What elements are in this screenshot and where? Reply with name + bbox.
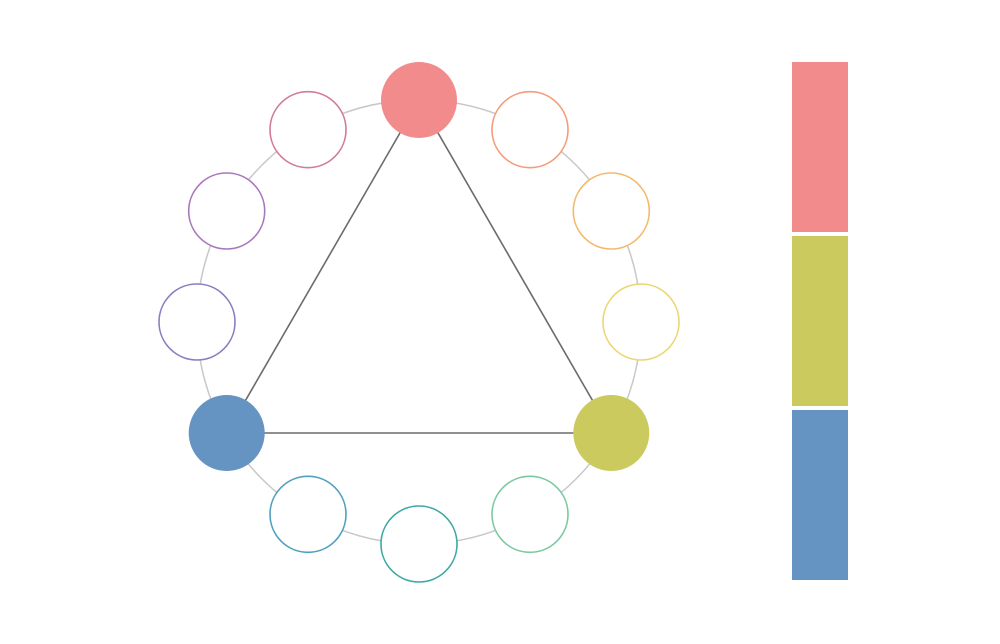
hue-nodes xyxy=(158,62,680,583)
hue-node-blue-selected[interactable] xyxy=(188,395,265,471)
hue-node-yellow-green-selected[interactable] xyxy=(573,395,650,471)
hue-node-cyan-blue[interactable] xyxy=(269,475,347,554)
triad-palette xyxy=(792,62,848,580)
wheel-ring xyxy=(196,99,642,545)
triad-triangle xyxy=(225,98,613,434)
hue-node-orange-red[interactable] xyxy=(491,90,569,169)
hue-node-violet[interactable] xyxy=(187,172,266,250)
hue-node-green[interactable] xyxy=(491,475,569,554)
hue-node-yellow[interactable] xyxy=(602,283,680,361)
hue-node-indigo[interactable] xyxy=(158,283,236,361)
hue-node-orange[interactable] xyxy=(572,172,651,250)
swatch-red[interactable] xyxy=(792,62,848,232)
swatch-yellow-green[interactable] xyxy=(792,236,848,406)
hue-node-magenta[interactable] xyxy=(269,90,347,169)
swatch-blue[interactable] xyxy=(792,410,848,580)
hue-node-teal[interactable] xyxy=(380,505,458,583)
hue-node-red-selected[interactable] xyxy=(381,62,457,138)
